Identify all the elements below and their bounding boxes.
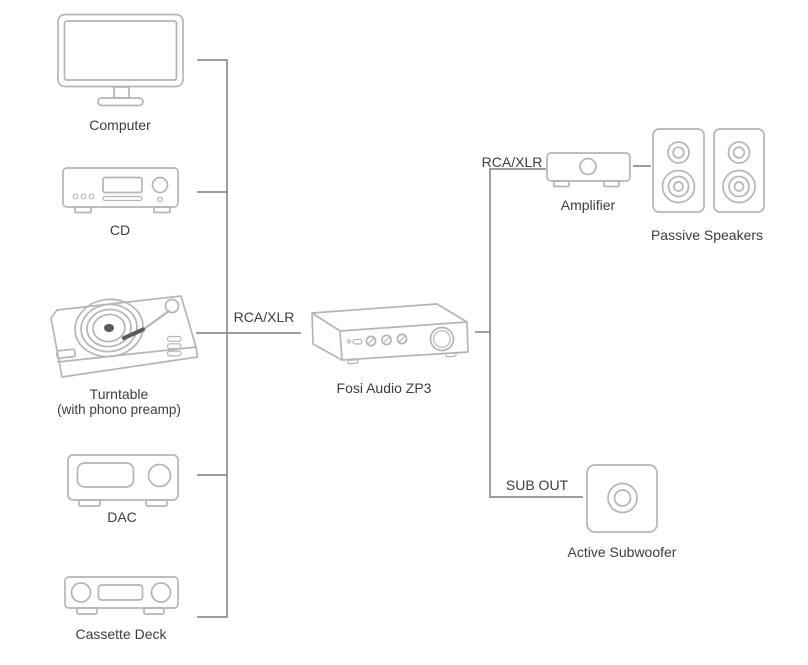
dac-label: DAC [107, 509, 137, 525]
active-subwoofer-label: Active Subwoofer [567, 544, 677, 560]
tonearm-headshell [122, 327, 145, 340]
cd-label: CD [109, 222, 131, 238]
speaker-cabinet [652, 128, 705, 213]
turntable-icon [50, 295, 199, 378]
left-bus-line [197, 59, 228, 618]
speaker-tweeter [667, 141, 690, 164]
speaker-woofer [661, 169, 696, 204]
sub-out-connection-label: SUB OUT [505, 477, 569, 493]
zp3-small-knob [396, 333, 408, 345]
cassette-deck-icon [64, 576, 179, 615]
monitor-base [97, 97, 144, 107]
right-bus-line [489, 168, 583, 498]
cd-display [102, 176, 143, 194]
zp3-body [311, 303, 469, 361]
cassette-deck-label: Cassette Deck [75, 626, 167, 642]
cd-player-icon [62, 167, 179, 214]
tonearm-base [164, 298, 180, 314]
computer-icon [57, 13, 184, 107]
zp3-preamp-icon [311, 303, 469, 365]
speaker-tweeter [727, 141, 751, 164]
amplifier-label: Amplifier [560, 197, 616, 213]
dac-icon [67, 454, 179, 507]
turntable-button [166, 343, 182, 350]
monitor-screen [63, 20, 178, 81]
turntable-label: Turntable (with phono preamp) [57, 386, 181, 418]
cd-body [62, 167, 179, 208]
cassette-reel [70, 582, 92, 603]
zp3-switch [352, 338, 363, 345]
hub-label: Fosi Audio ZP3 [336, 380, 432, 396]
dac-knob [147, 463, 172, 488]
amp-body [546, 152, 631, 182]
monitor-neck [113, 86, 130, 99]
amp-knob [579, 157, 597, 176]
subwoofer-cabinet [586, 464, 658, 533]
zp3-small-knob [381, 334, 392, 346]
turntable-button [166, 350, 182, 357]
turntable-plinth [50, 295, 199, 378]
computer-label: Computer [89, 117, 151, 133]
cassette-body [64, 576, 179, 609]
zp3-small-knob [365, 335, 377, 347]
amp-connection-label: RCA/XLR [481, 154, 543, 170]
zp3-volume-knob [429, 326, 455, 352]
passive-speakers-label: Passive Speakers [650, 227, 764, 243]
amplifier-icon [546, 152, 631, 188]
cd-tray-slot [102, 195, 143, 202]
turntable-record [74, 298, 144, 358]
zp3-led [346, 339, 352, 344]
speaker-cabinet [713, 128, 765, 213]
turntable-button [166, 335, 182, 342]
cassette-reel [150, 582, 172, 603]
monitor-frame [57, 13, 184, 88]
record-spindle [104, 324, 114, 332]
subwoofer-driver [607, 482, 638, 514]
connector-lines [196, 59, 651, 618]
dac-body [67, 454, 179, 501]
input-connection-label: RCA/XLR [233, 309, 295, 325]
passive-speakers-icon [652, 128, 765, 213]
cassette-window [97, 584, 144, 601]
active-subwoofer-icon [586, 464, 658, 533]
dac-display [76, 462, 135, 488]
tonearm [139, 309, 171, 333]
cd-knob [151, 176, 169, 194]
speaker-woofer [722, 169, 756, 204]
